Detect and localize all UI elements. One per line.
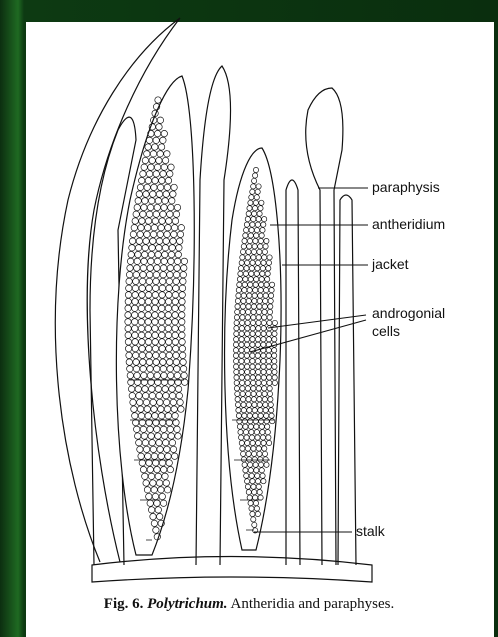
label-antheridium: antheridium: [372, 216, 445, 232]
paraphysis-c: [286, 180, 300, 565]
label-jacket: jacket: [371, 256, 409, 272]
androgonial-pointer-1: [268, 315, 366, 328]
figure-caption: Fig. 6. Polytrichum. Antheridia and para…: [0, 596, 498, 613]
caption-fig-number: Fig. 6.: [104, 596, 144, 612]
caption-genus: Polytrichum.: [147, 596, 227, 612]
base-tissue: [92, 557, 372, 583]
androgonial-cell: [155, 97, 161, 103]
label-stalk: stalk: [356, 523, 386, 539]
drawing: [55, 18, 372, 582]
paraphysis-d: [306, 88, 343, 565]
label-androgonial: androgonial: [372, 305, 445, 321]
paraphysis-e: [338, 195, 356, 565]
label-cells: cells: [372, 323, 400, 339]
label-paraphysis: paraphysis: [372, 179, 440, 195]
left-antheridium: [116, 76, 194, 555]
caption-text: Antheridia and paraphyses.: [231, 596, 395, 612]
